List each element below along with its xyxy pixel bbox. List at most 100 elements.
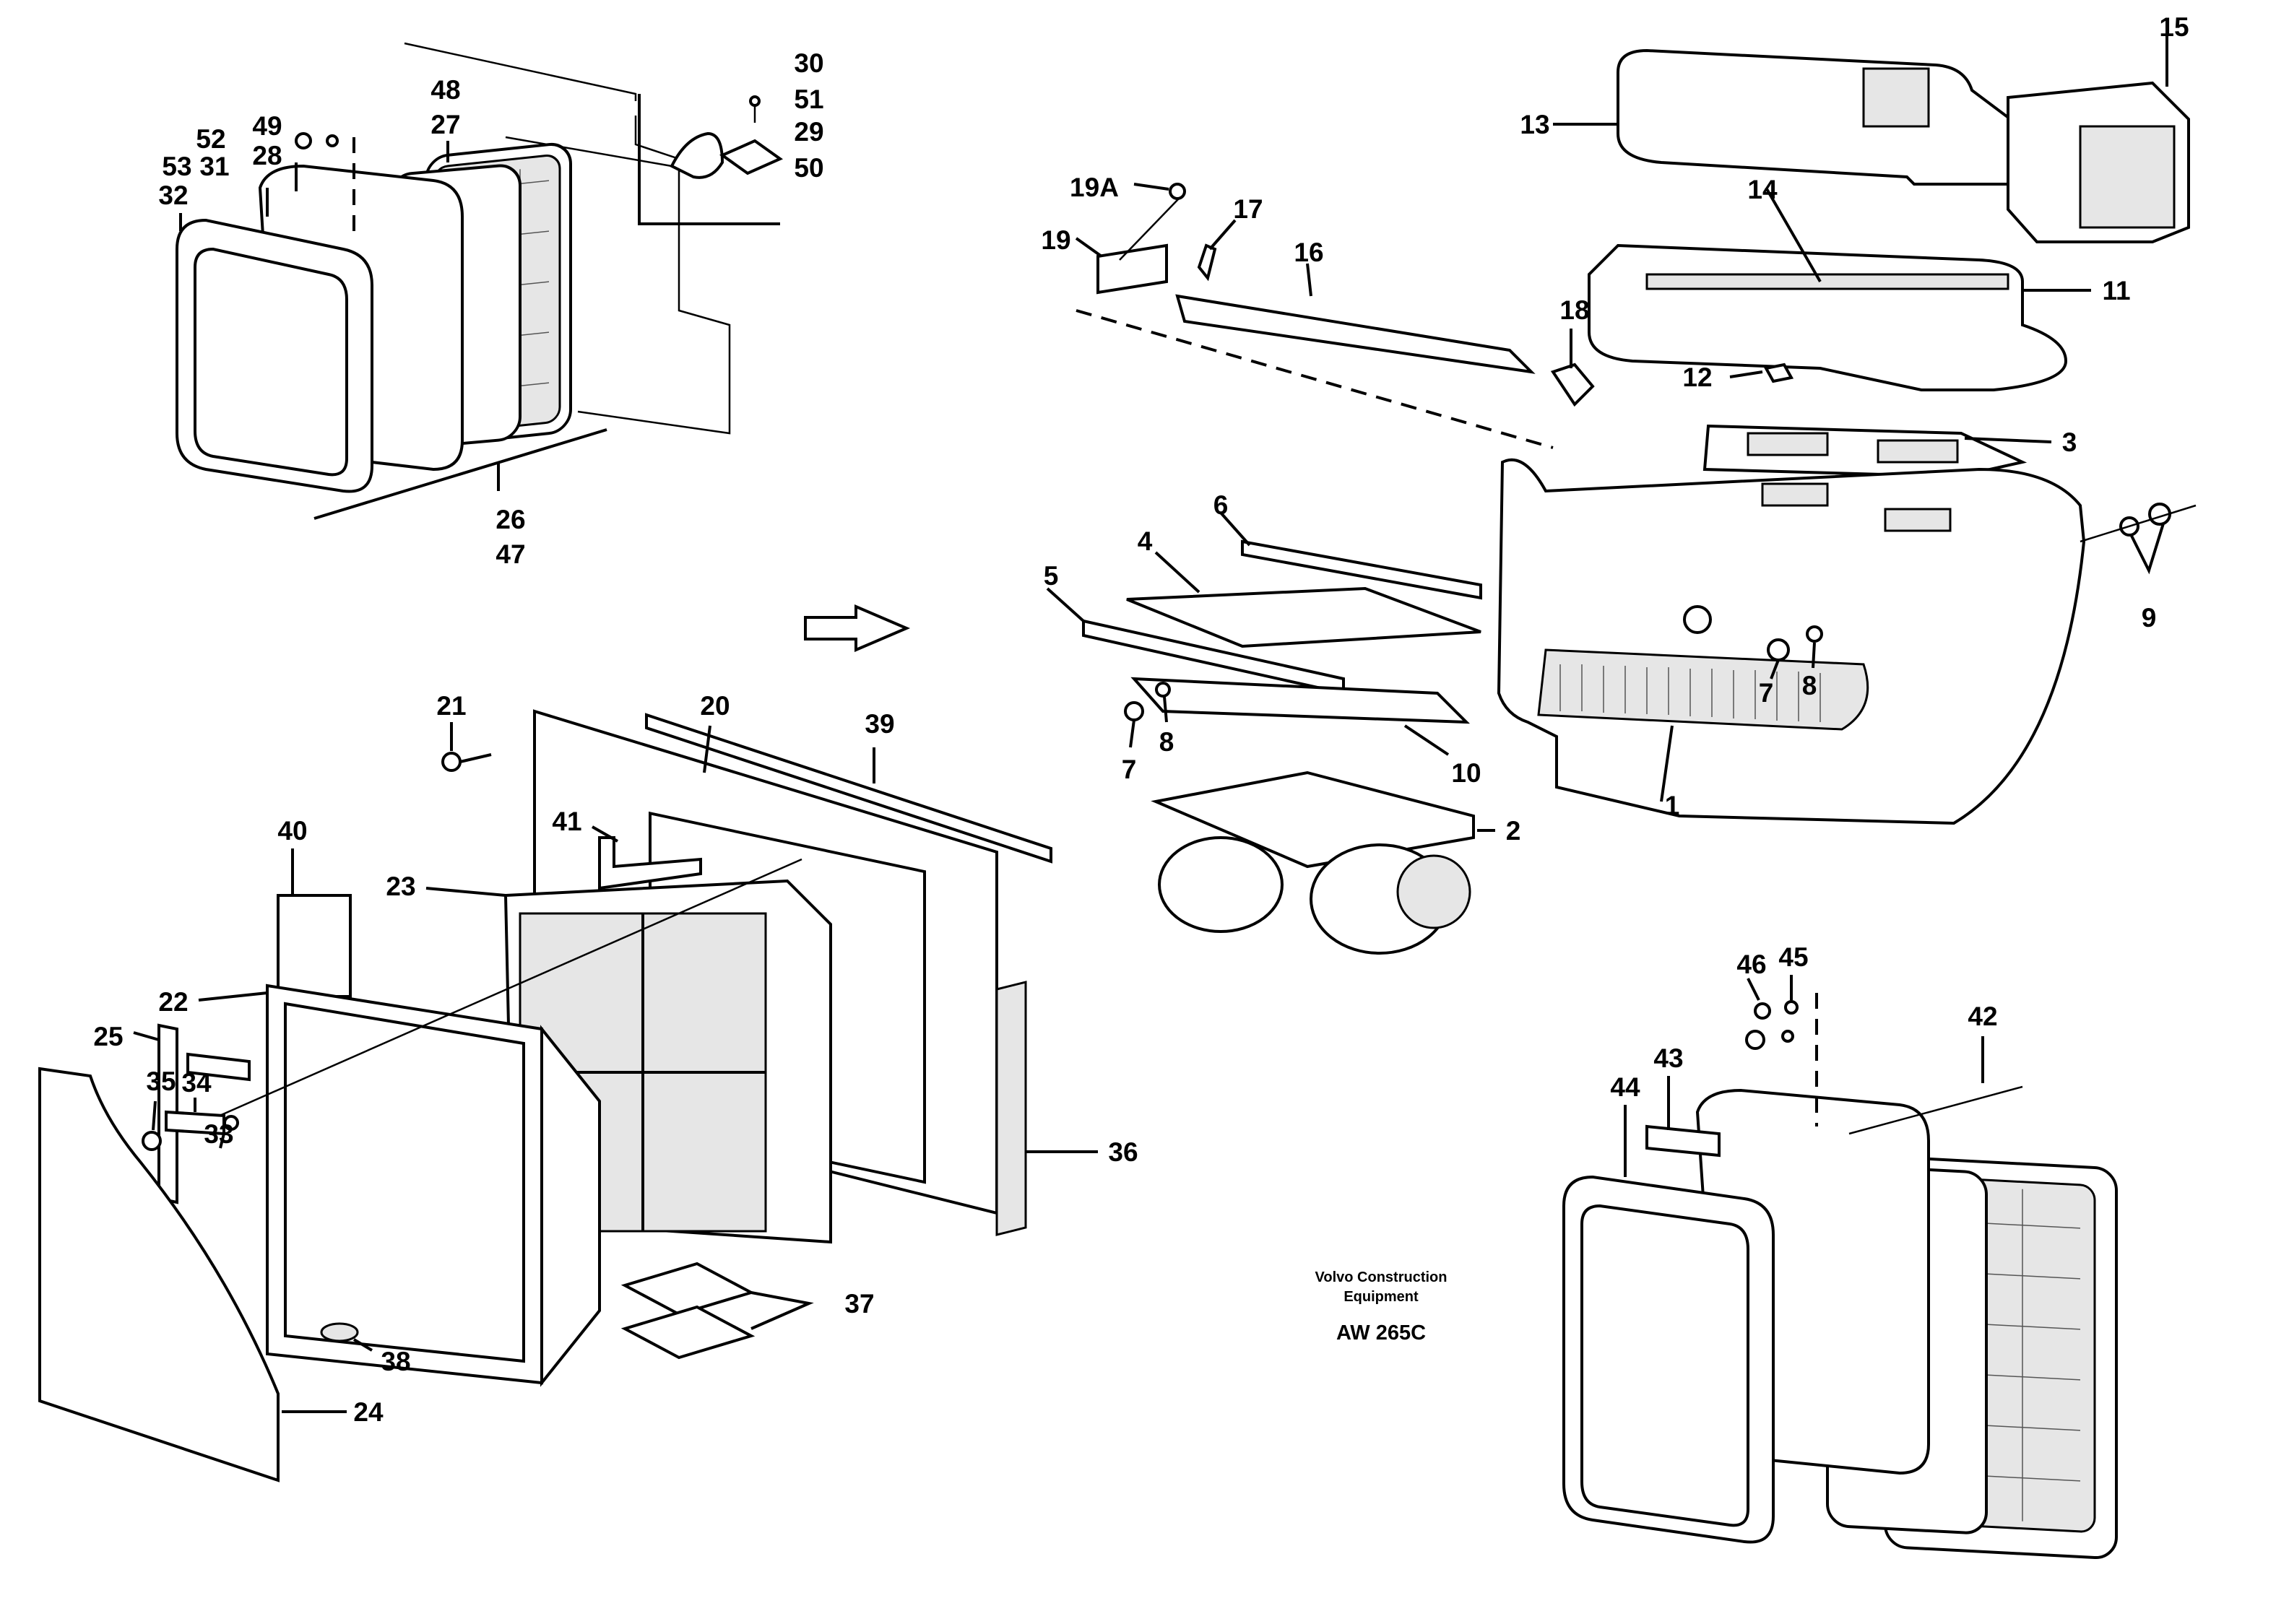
label-7-left: 7 bbox=[1122, 755, 1137, 784]
pad-37-lower bbox=[620, 1305, 756, 1360]
label-8-left: 8 bbox=[1159, 727, 1174, 757]
front-frame-44-inner bbox=[1580, 1204, 1749, 1527]
label-28: 28 bbox=[252, 141, 282, 170]
label-51: 51 bbox=[794, 84, 823, 114]
part-18 bbox=[1550, 362, 1595, 407]
caption-company: Volvo Construction bbox=[1315, 1269, 1448, 1285]
label-11: 11 bbox=[2102, 276, 2130, 305]
nut-46 bbox=[1754, 1002, 1771, 1020]
dash-line-16 bbox=[1076, 309, 1554, 449]
label-16: 16 bbox=[1294, 238, 1323, 267]
label-33: 33 bbox=[204, 1119, 233, 1149]
label-42: 42 bbox=[1968, 1002, 1997, 1031]
label-47: 47 bbox=[496, 539, 525, 569]
label-25: 25 bbox=[93, 1022, 123, 1051]
label-14: 14 bbox=[1747, 175, 1778, 204]
blower-wheel-left bbox=[1158, 836, 1284, 933]
lower-right-filter-assembly bbox=[1562, 975, 2118, 1560]
label-3: 3 bbox=[2062, 427, 2077, 457]
nut-35 bbox=[142, 1131, 162, 1151]
part-17 bbox=[1197, 243, 1217, 282]
upper-duct-13 bbox=[1617, 48, 2046, 186]
heater-housing-1 bbox=[1497, 458, 2086, 825]
housing-top-hole-a bbox=[1761, 482, 1829, 507]
gasket-10 bbox=[1130, 677, 1471, 724]
heater-blower-assembly bbox=[1046, 36, 2197, 955]
tray-11 bbox=[1588, 243, 2068, 391]
label-31: 31 bbox=[199, 152, 229, 181]
label-5: 5 bbox=[1044, 561, 1059, 591]
label-19a: 19A bbox=[1070, 173, 1119, 202]
housing-top-hole-b bbox=[1884, 508, 1952, 532]
label-27: 27 bbox=[430, 110, 460, 139]
screw-21 bbox=[441, 752, 462, 772]
washer-lower bbox=[1781, 1030, 1794, 1043]
label-10: 10 bbox=[1451, 758, 1481, 788]
outlet-opening bbox=[2079, 125, 2176, 229]
gasket-hole-b bbox=[1877, 439, 1959, 464]
nut-49 bbox=[295, 132, 312, 149]
strip-43 bbox=[1645, 1124, 1721, 1158]
caption-company-line2: Equipment bbox=[1343, 1289, 1419, 1305]
label-6: 6 bbox=[1213, 490, 1229, 520]
label-21: 21 bbox=[436, 691, 466, 721]
label-34: 34 bbox=[181, 1068, 212, 1098]
tray-slot-14 bbox=[1645, 273, 2009, 290]
label-41: 41 bbox=[552, 807, 581, 836]
label-9: 9 bbox=[2142, 603, 2157, 633]
label-18: 18 bbox=[1559, 295, 1589, 325]
label-17: 17 bbox=[1233, 194, 1263, 224]
drawing-code: AW 265C bbox=[1336, 1321, 1426, 1345]
label-26: 26 bbox=[496, 505, 525, 534]
gasket-hole-a bbox=[1747, 432, 1829, 456]
screw-19a bbox=[1169, 183, 1186, 200]
label-20: 20 bbox=[700, 691, 730, 721]
label-40: 40 bbox=[277, 816, 307, 846]
grommet-38 bbox=[320, 1322, 359, 1342]
washer-45 bbox=[1784, 1000, 1799, 1015]
strip-25 bbox=[186, 1052, 251, 1082]
label-22: 22 bbox=[158, 987, 188, 1017]
label-1: 1 bbox=[1665, 791, 1680, 820]
callout-labels: 1 2 3 4 5 6 7 7 8 8 9 10 11 12 13 14 15 … bbox=[93, 12, 2189, 1427]
housing-22-side bbox=[540, 1025, 601, 1387]
cover-24 bbox=[38, 1067, 280, 1482]
label-36: 36 bbox=[1108, 1137, 1138, 1167]
label-29: 29 bbox=[794, 117, 823, 147]
blower-plate-2 bbox=[1151, 770, 1475, 869]
heater-core-fins bbox=[1537, 648, 1869, 731]
washer-33 bbox=[223, 1115, 239, 1131]
strip-39 bbox=[645, 713, 1052, 864]
label-45: 45 bbox=[1778, 942, 1808, 972]
housing-port bbox=[1683, 605, 1712, 634]
label-49: 49 bbox=[252, 111, 282, 141]
label-13: 13 bbox=[1520, 110, 1549, 139]
strip-6 bbox=[1241, 539, 1482, 600]
label-35: 35 bbox=[146, 1067, 176, 1096]
label-38: 38 bbox=[381, 1347, 410, 1376]
clip-bracket-29 bbox=[670, 131, 724, 179]
plate-4 bbox=[1126, 586, 1481, 648]
label-30: 30 bbox=[794, 48, 823, 78]
label-39: 39 bbox=[865, 709, 894, 739]
label-24: 24 bbox=[353, 1397, 384, 1427]
foam-36 bbox=[995, 981, 1027, 1236]
washer-8-left bbox=[1155, 682, 1171, 698]
plate-50 bbox=[719, 139, 784, 175]
lower-left-assembly bbox=[38, 709, 1098, 1482]
label-15: 15 bbox=[2159, 12, 2189, 42]
housing-22-inner bbox=[284, 1002, 525, 1363]
label-8-right: 8 bbox=[1802, 671, 1817, 700]
direction-arrow bbox=[804, 604, 911, 653]
upper-duct-opening bbox=[1862, 67, 1930, 128]
label-7-right: 7 bbox=[1759, 678, 1774, 708]
label-2: 2 bbox=[1506, 816, 1521, 846]
label-23: 23 bbox=[386, 872, 415, 901]
label-43: 43 bbox=[1653, 1043, 1683, 1073]
label-19: 19 bbox=[1041, 225, 1070, 255]
label-32: 32 bbox=[158, 181, 188, 210]
screw-7-left bbox=[1124, 701, 1144, 721]
label-48: 48 bbox=[430, 75, 460, 105]
